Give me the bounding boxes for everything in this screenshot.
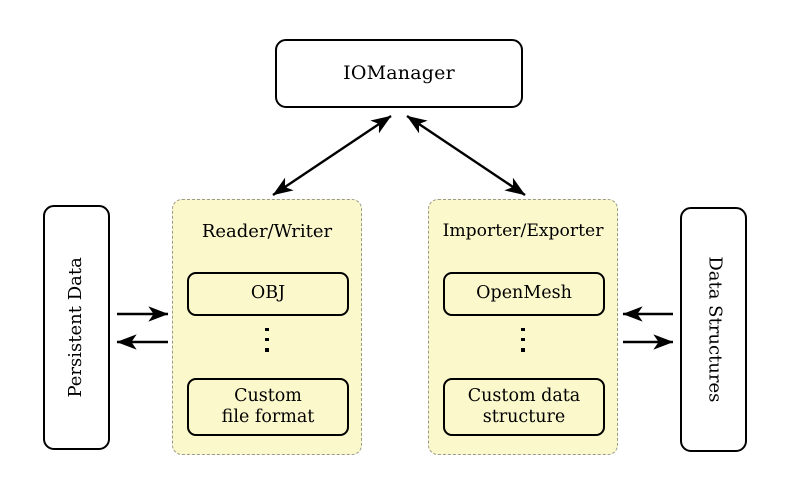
node-data-structures-label: Data Structures bbox=[703, 256, 725, 403]
ellipsis-dot bbox=[521, 328, 525, 332]
item-custom-file-format-line2: file format bbox=[221, 407, 315, 427]
panel-reader-writer-title: Reader/Writer bbox=[201, 221, 333, 242]
item-openmesh[interactable]: OpenMesh bbox=[443, 272, 605, 316]
ellipsis-dot bbox=[265, 328, 269, 332]
connector-manager-to-reader-writer bbox=[272, 115, 392, 196]
node-persistent-data[interactable]: Persistent Data bbox=[43, 205, 110, 450]
panel-importer-exporter[interactable]: Importer/Exporter OpenMesh Custom data s… bbox=[428, 199, 618, 455]
item-custom-data-structure-line1: Custom data bbox=[467, 385, 581, 406]
ellipsis-dot bbox=[521, 338, 525, 342]
item-custom-data-structure-label: Custom data structure bbox=[468, 386, 580, 429]
node-io-manager[interactable]: IOManager bbox=[275, 39, 523, 108]
item-custom-data-structure[interactable]: Custom data structure bbox=[443, 378, 605, 436]
item-obj[interactable]: OBJ bbox=[187, 272, 349, 316]
ellipsis-reader-writer bbox=[173, 328, 361, 352]
panel-importer-exporter-title: Importer/Exporter bbox=[442, 221, 604, 241]
item-custom-file-format[interactable]: Custom file format bbox=[187, 378, 349, 436]
item-custom-data-structure-line2: structure bbox=[482, 407, 566, 427]
ellipsis-dot bbox=[521, 348, 525, 352]
node-persistent-data-label: Persistent Data bbox=[65, 257, 87, 398]
panel-reader-writer[interactable]: Reader/Writer OBJ Custom file format bbox=[172, 199, 362, 455]
node-data-structures[interactable]: Data Structures bbox=[680, 207, 747, 452]
ellipsis-dot bbox=[265, 338, 269, 342]
connector-manager-to-importer-exporter bbox=[406, 115, 526, 196]
item-custom-file-format-line1: Custom bbox=[234, 385, 302, 406]
item-openmesh-label: OpenMesh bbox=[476, 283, 572, 304]
item-custom-file-format-label: Custom file format bbox=[222, 386, 315, 429]
ellipsis-dot bbox=[265, 348, 269, 352]
item-obj-label: OBJ bbox=[250, 283, 286, 304]
ellipsis-importer-exporter bbox=[429, 328, 617, 352]
node-io-manager-label: IOManager bbox=[343, 61, 455, 84]
